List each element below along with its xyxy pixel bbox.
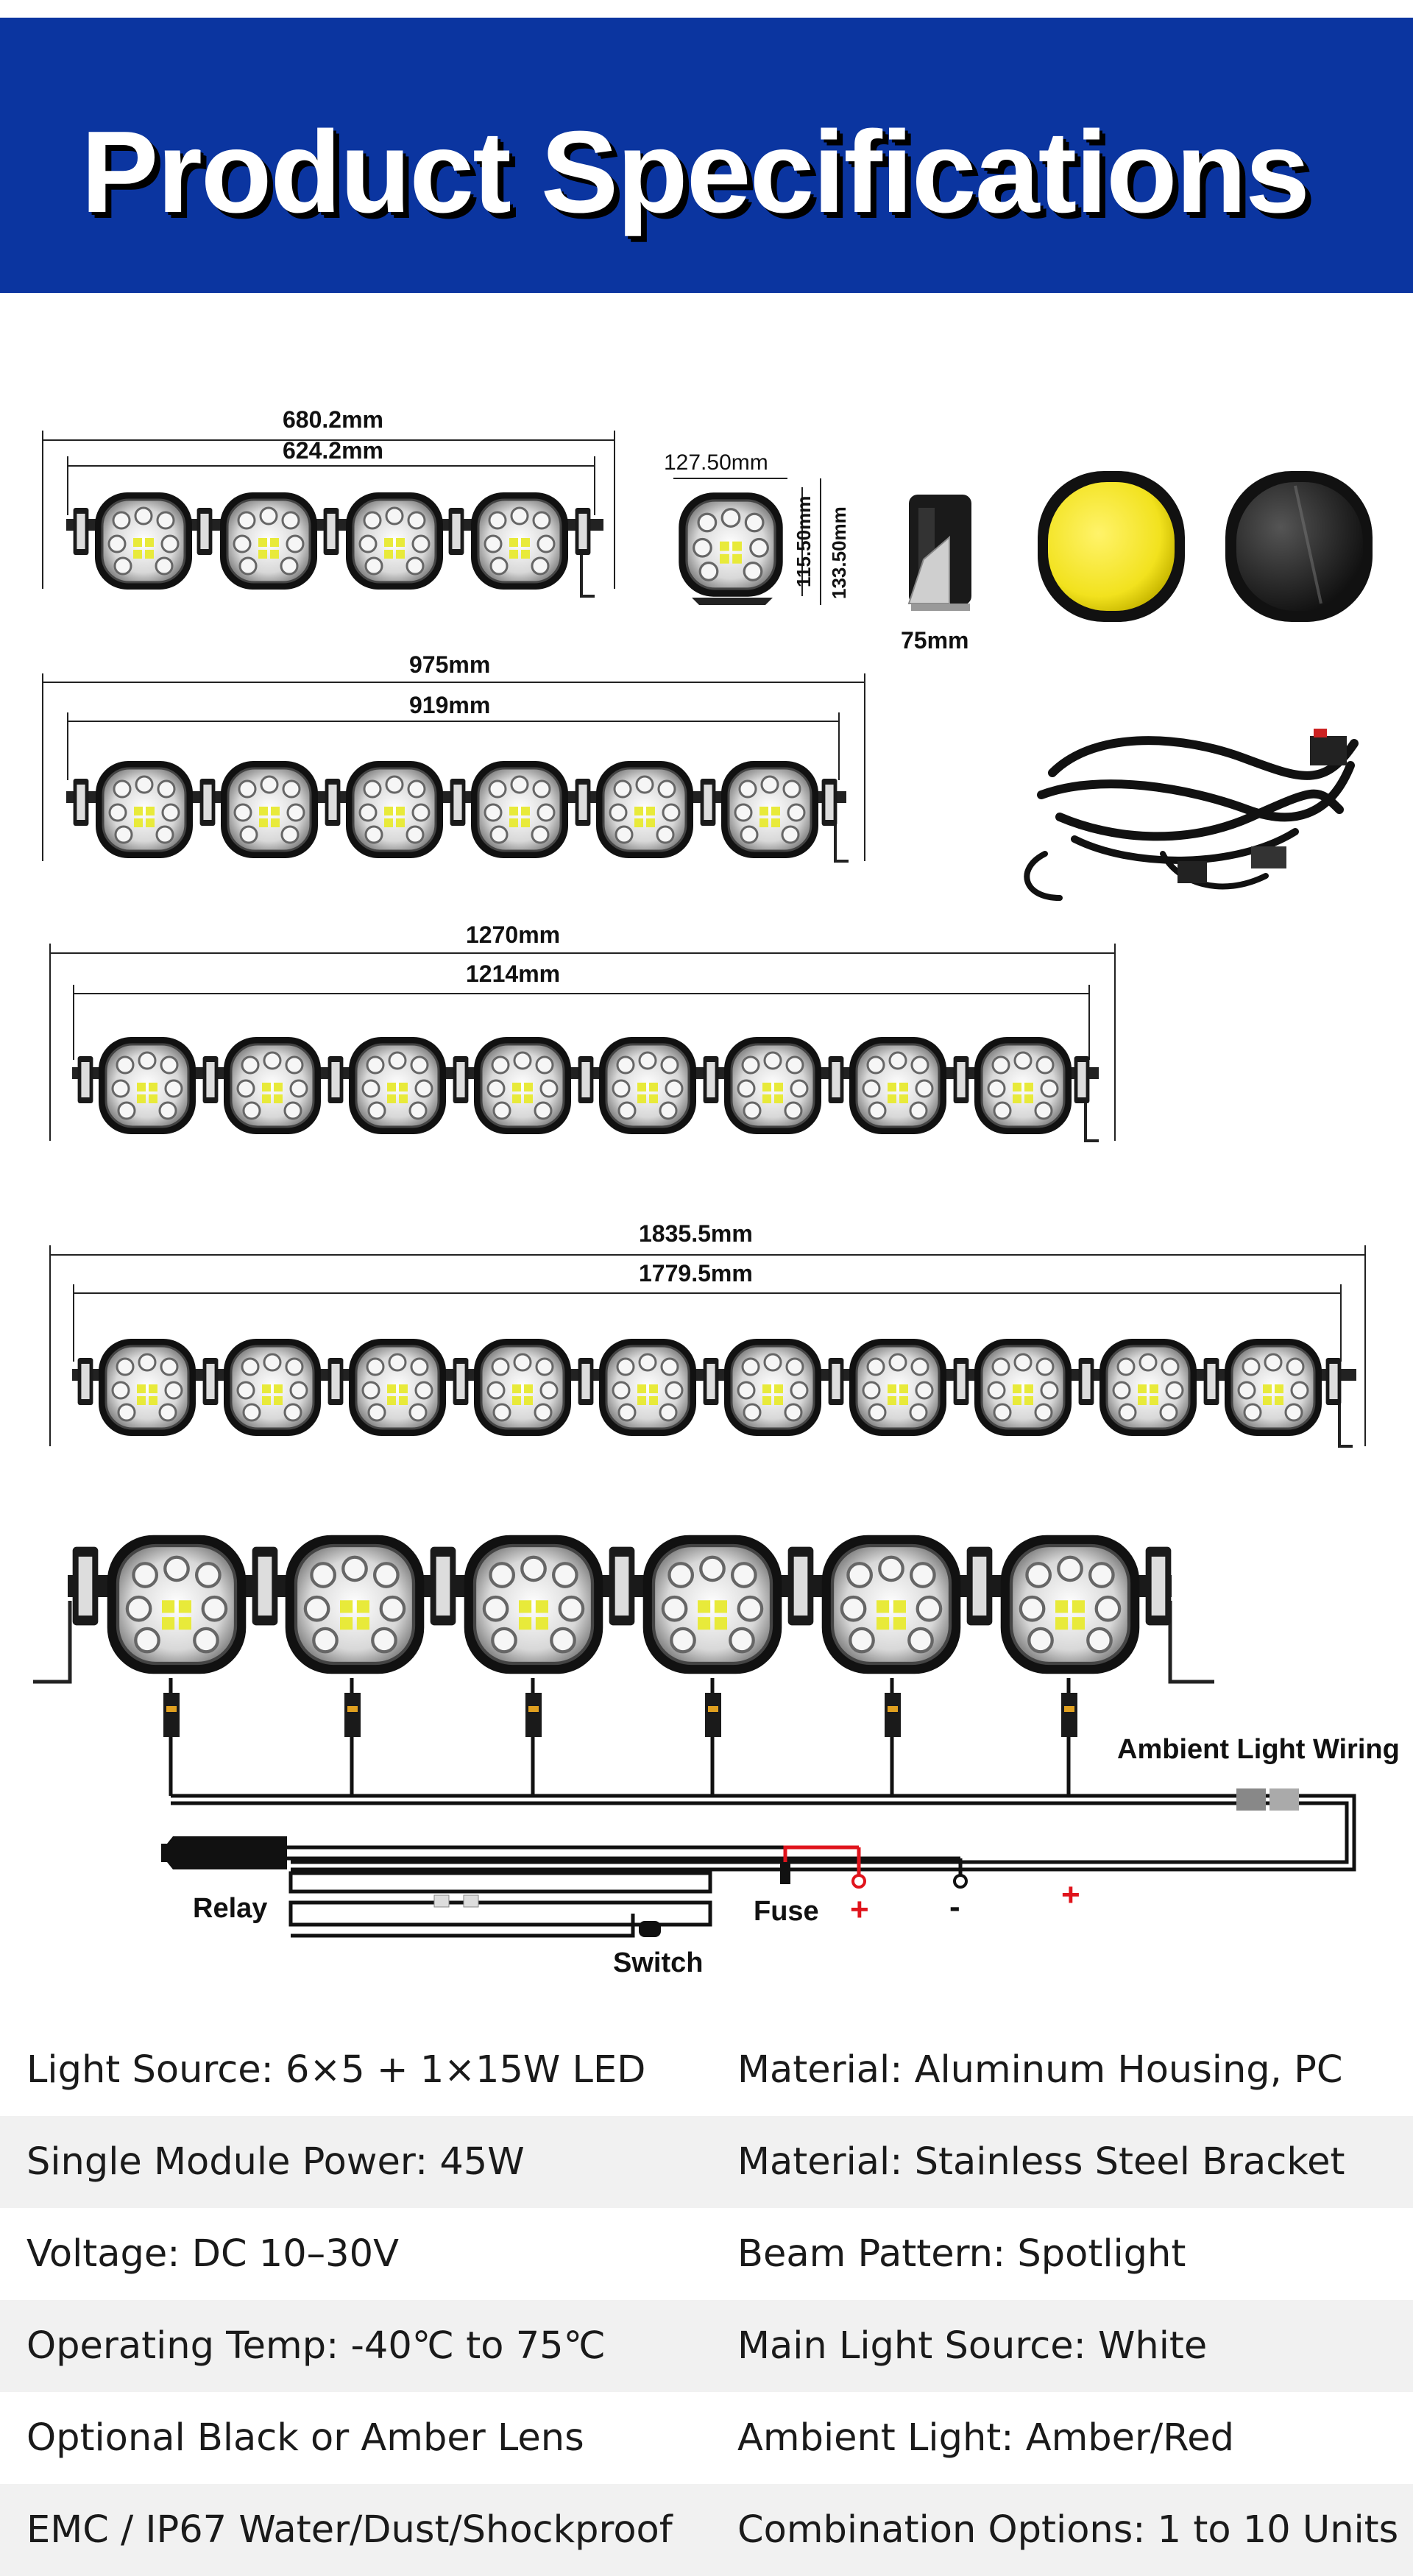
switch-label: Switch [613,1947,704,1978]
spec-left: Single Module Power: 45W [26,2140,525,2184]
negative-terminal-mark: - [949,1889,960,1925]
spec-left: Light Source: 6×5 + 1×15W LED [26,2048,646,2092]
single-module [673,478,821,605]
spec-right: Beam Pattern: Spotlight [737,2232,1186,2276]
bar10-overall-length: 1835.5mm [639,1220,753,1247]
spec-row: EMC / IP67 Water/Dust/Shockproof Combina… [0,2484,1413,2576]
spec-row: Voltage: DC 10–30V Beam Pattern: Spotlig… [0,2208,1413,2300]
spec-row: Operating Temp: -40℃ to 75℃ Main Light S… [0,2300,1413,2392]
bar10-inner-length: 1779.5mm [639,1260,753,1287]
page-title: Product Specifications [81,107,1310,237]
relay-label: Relay [193,1893,268,1924]
positive-terminal-mark: + [850,1892,869,1928]
bar8-inner-length: 1214mm [466,960,561,987]
light-bar-10 [49,1245,1366,1448]
light-bar-6 [42,673,865,863]
bar4-overall-length: 680.2mm [283,406,383,433]
module-depth: 75mm [901,627,969,654]
spec-right: Material: Aluminum Housing, PC [737,2048,1343,2092]
spec-left: EMC / IP67 Water/Dust/Shockproof [26,2508,673,2552]
fuse-label: Fuse [754,1896,819,1927]
black-lens-cover [1225,471,1373,622]
product-illustration [33,431,1373,1938]
spec-right: Combination Options: 1 to 10 Units [737,2508,1399,2552]
spec-left: Optional Black or Amber Lens [26,2416,584,2460]
spec-row: Light Source: 6×5 + 1×15W LED Material: … [0,2024,1413,2116]
amber-lens-cover [1038,471,1185,622]
module-side-view [907,495,971,611]
spec-right: Ambient Light: Amber/Red [737,2416,1235,2460]
wiring-harness [1024,729,1359,901]
light-bar-4 [42,431,615,598]
spec-right: Main Light Source: White [737,2324,1208,2368]
module-width: 127.50mm [664,450,768,475]
spec-row: Optional Black or Amber Lens Ambient Lig… [0,2392,1413,2484]
bar4-inner-length: 624.2mm [283,437,383,464]
spec-right: Material: Stainless Steel Bracket [737,2140,1345,2184]
spec-row: Single Module Power: 45W Material: Stain… [0,2116,1413,2208]
light-bar-8 [49,944,1116,1142]
bar6-inner-length: 919mm [409,692,491,718]
header-banner: Product Specifications [0,18,1413,293]
wiring-diagram [33,1535,1356,1938]
module-inner-height: 115.50mm [793,495,815,587]
spec-left: Voltage: DC 10–30V [26,2232,399,2276]
module-outer-height: 133.50mm [828,506,850,599]
positive-terminal-mark-2: + [1061,1877,1080,1913]
bar8-overall-length: 1270mm [466,921,561,948]
ambient-wiring-label: Ambient Light Wiring [1117,1734,1400,1765]
specs-table: Light Source: 6×5 + 1×15W LED Material: … [0,2024,1413,2576]
bar6-overall-length: 975mm [409,651,491,678]
spec-left: Operating Temp: -40℃ to 75℃ [26,2324,606,2368]
